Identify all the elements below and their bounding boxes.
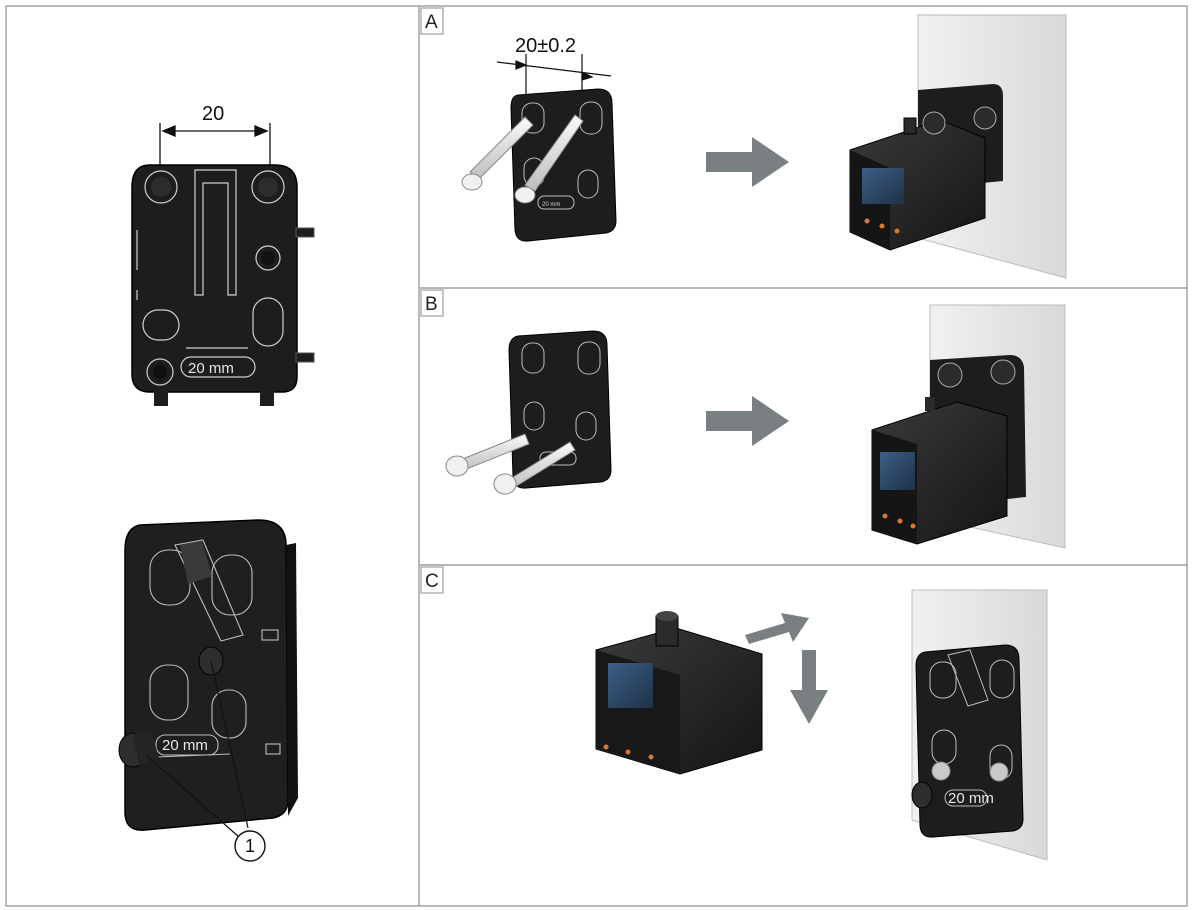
svg-text:20 mm: 20 mm [542,202,560,208]
panel-a-step: 20±0.2 20 mm [461,14,1067,279]
bracket-marking-top: 20 mm [188,360,234,377]
panel-label-b: B [420,289,444,317]
screws-panel-a [461,114,584,204]
sensor-detached [595,611,763,775]
wall-mounted-sensor-a [849,14,1067,279]
panel-label-a: A [420,7,444,35]
dimension-label-20: 20 [202,103,224,125]
callout-lines [145,660,249,838]
svg-text:B: B [425,294,438,315]
bracket-marking-perspective: 20 mm [162,737,208,754]
bracket-perspective-view: 20 mm 1 [118,519,298,862]
dimension-label-20-tolerance: 20±0.2 [515,35,576,57]
svg-text:C: C [425,571,439,592]
wall-mounted-bracket-c: 20 mm [911,589,1048,861]
arrow-diagonal-panel-c [745,613,809,644]
callout-1: 1 [234,830,266,862]
panel-label-c: C [420,566,444,594]
screws-panel-b [445,433,576,495]
bracket-front-view: 20 20 mm [131,103,315,406]
screw-left-perspective [118,730,159,768]
panel-b-step [445,304,1066,549]
bracket-marking-panel-c: 20 mm [948,790,994,807]
svg-text:1: 1 [245,836,255,856]
arrow-down-panel-c [790,650,828,724]
figure-frame [5,5,1188,907]
arrow-right-panel-a [706,137,789,187]
svg-text:A: A [425,12,438,33]
wall-mounted-sensor-b [871,304,1066,549]
panel-c-step: 20 mm [595,589,1048,861]
arrow-right-panel-b [706,396,789,446]
